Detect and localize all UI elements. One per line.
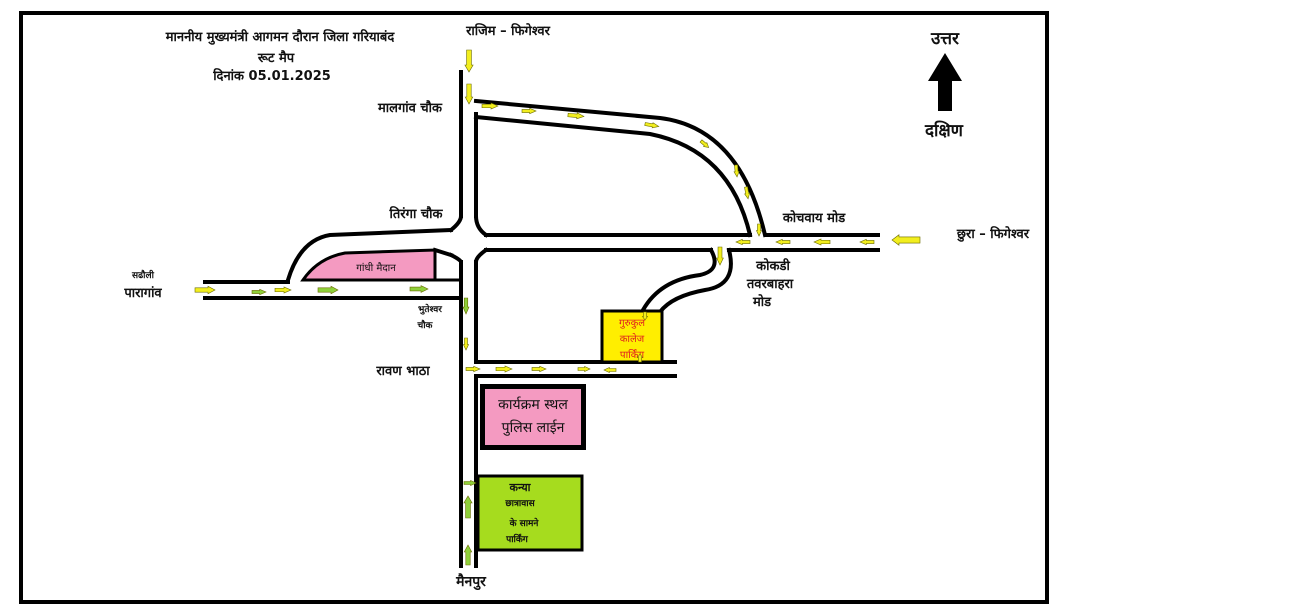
place-bhuteshwar-2: चौक — [417, 319, 434, 331]
traffic-arrow-icon — [716, 246, 724, 266]
north-arrow-icon — [928, 53, 962, 111]
place-kokdi-2: तवरबाहरा — [746, 277, 794, 292]
gandhi-maidan-label: गांधी मैदान — [356, 262, 396, 274]
traffic-arrow-icon — [531, 365, 547, 373]
place-kokdi-1: कोकडी — [755, 258, 790, 274]
kanya-label-4: पार्किंग — [505, 533, 529, 545]
traffic-arrow-icon — [495, 365, 513, 373]
place-mainpur: मैनपुर — [455, 573, 487, 591]
place-chhura-fingeshwar: छुरा – फिगेश्वर — [956, 226, 1030, 242]
kanya-label-1: कन्या — [509, 481, 532, 494]
traffic-arrow-icon — [465, 365, 481, 373]
kanya-label-2: छात्रावास — [504, 499, 535, 509]
traffic-arrow-icon — [463, 544, 473, 566]
roads — [203, 70, 880, 568]
kanya-parking-zone — [476, 474, 584, 552]
place-kokdi-3: मोड — [752, 294, 772, 310]
traffic-arrow-icon — [859, 238, 875, 246]
traffic-arrow-icon — [409, 285, 429, 293]
road-edge — [448, 213, 464, 233]
traffic-arrow-icon — [644, 122, 660, 129]
venue-label-2: पुलिस लाईन — [502, 419, 565, 436]
traffic-arrow-icon — [733, 164, 740, 178]
place-malgaon-chowk: मालगांव चौक — [377, 100, 443, 116]
road-edge — [640, 247, 717, 313]
traffic-arrow-icon — [462, 337, 470, 351]
map-frame — [19, 11, 1049, 604]
place-sadhauli: सढौली — [131, 269, 155, 281]
venue-label-1: कार्यक्रम स्थल — [498, 396, 568, 413]
traffic-arrow-icon — [735, 238, 751, 246]
direction-arrows — [194, 49, 921, 566]
traffic-arrow-icon — [813, 238, 831, 246]
traffic-arrow-icon — [891, 234, 921, 246]
traffic-arrow-icon — [636, 353, 644, 363]
traffic-arrow-icon — [462, 297, 470, 315]
venue-zone — [485, 389, 581, 445]
title-line-1: माननीय मुख्यमंत्री आगमन दौरान जिला गरिया… — [165, 29, 396, 45]
traffic-arrow-icon — [274, 286, 292, 294]
road-edge — [473, 98, 768, 238]
compass-north-label: उत्तर — [930, 29, 960, 49]
traffic-arrow-icon — [463, 495, 473, 519]
traffic-arrow-icon — [744, 186, 751, 200]
road-edge — [432, 247, 454, 258]
traffic-arrow-icon — [317, 285, 339, 295]
place-bhuteshwar-1: भुतेश्वर — [418, 303, 442, 315]
traffic-arrow-icon — [755, 223, 763, 237]
traffic-arrow-icon — [603, 366, 617, 374]
traffic-arrow-icon — [775, 238, 791, 246]
place-rajim-fingeshwar: राजिम – फिगेश्वर — [465, 23, 550, 39]
gandhi-maidan-zone — [300, 248, 437, 282]
traffic-arrow-icon — [567, 112, 585, 120]
traffic-arrow-icon — [194, 285, 216, 295]
title-line-2: रूट मैप — [257, 50, 295, 66]
place-tiranga-chowk: तिरंगा चौक — [389, 206, 444, 222]
road-edge — [285, 227, 454, 283]
title-line-3: दिनांक 05.01.2025 — [212, 68, 331, 84]
compass-south-label: दक्षिण — [924, 120, 964, 141]
traffic-arrow-icon — [251, 288, 267, 296]
place-kochway-mod: कोचवाय मोड — [782, 210, 846, 226]
traffic-arrow-icon — [464, 49, 474, 73]
place-ravan-bhatha: रावण भाठा — [375, 364, 430, 379]
road-edge — [473, 213, 489, 238]
road-edge — [473, 247, 489, 265]
traffic-arrow-icon — [464, 83, 474, 105]
gurukul-parking-zone — [600, 309, 664, 364]
traffic-arrow-icon — [577, 365, 591, 373]
traffic-arrow-icon — [641, 311, 649, 321]
traffic-arrow-icon — [521, 107, 537, 115]
road-edge — [473, 114, 753, 238]
traffic-arrow-icon — [481, 102, 499, 110]
traffic-arrow-icon — [463, 479, 477, 487]
gurukul-label-2: कालेज — [620, 333, 645, 345]
traffic-arrow-icon — [699, 139, 710, 148]
kanya-label-3: के सामने — [509, 517, 540, 529]
road-edge — [657, 247, 733, 315]
gurukul-label-1: गुरुकुल — [619, 318, 645, 329]
place-paragaon: पारागांव — [123, 285, 162, 301]
